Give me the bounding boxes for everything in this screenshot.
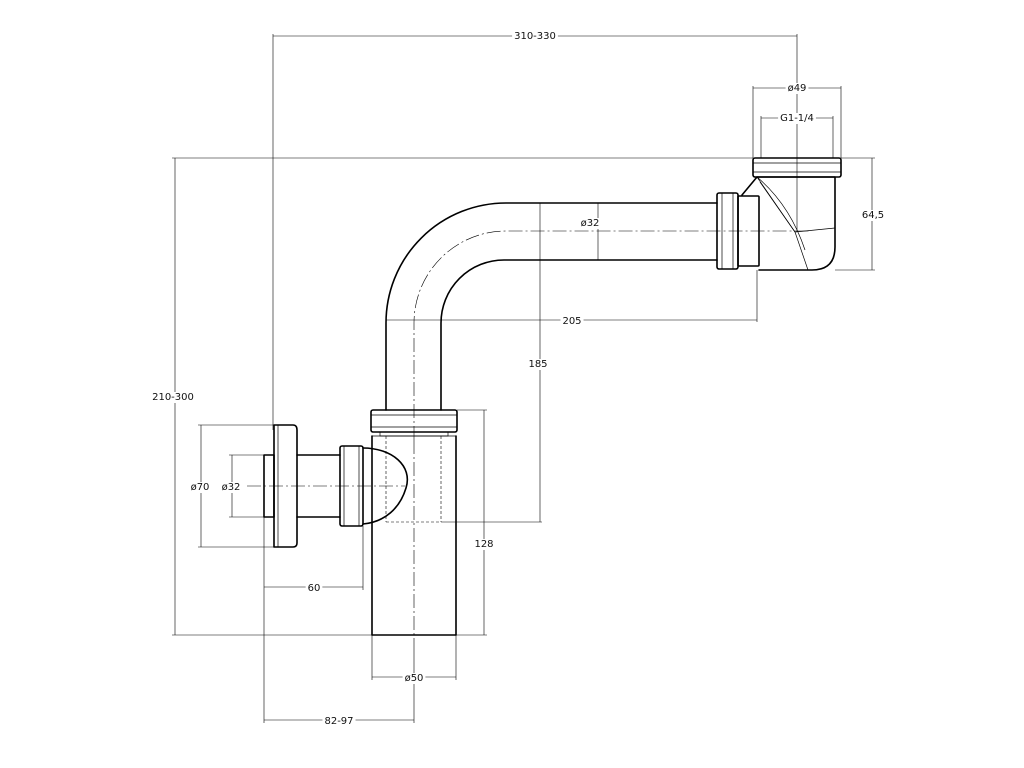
dim-label-backing — [512, 31, 558, 42]
dim-elbow-height: 64,5 — [862, 210, 884, 221]
dim-label-backing — [526, 359, 550, 370]
siphon-body — [263, 157, 842, 636]
dim-label-backing — [785, 83, 809, 94]
dimension-labels: 310-330 ø49 G1-1/4 64,5 ø32 205 185 210-… — [150, 31, 887, 727]
dim-label-backing — [778, 113, 816, 124]
inlet-junction — [362, 447, 409, 525]
dim-pipe-length: 205 — [562, 316, 581, 327]
dim-outlet-dia: ø49 — [788, 83, 807, 94]
dim-pipe-dia: ø32 — [581, 218, 600, 229]
dim-bottle-height: 128 — [474, 539, 493, 550]
dim-flange-dia: ø70 — [191, 482, 210, 493]
dim-vertical-rise: 185 — [528, 359, 547, 370]
dim-label-backing — [150, 392, 196, 403]
dimension-lines — [172, 34, 875, 723]
outlet-pipe — [385, 202, 718, 411]
dim-overall-height: 210-300 — [152, 392, 194, 403]
elbow — [741, 176, 836, 271]
dim-label-backing — [859, 210, 887, 221]
centerlines — [247, 230, 810, 640]
dim-label-backing — [219, 482, 243, 493]
dim-label-backing — [322, 716, 356, 727]
dim-label-backing — [402, 673, 426, 684]
dim-overall-width: 310-330 — [514, 31, 556, 42]
dim-label-backing — [578, 218, 602, 229]
dim-bottle-dia: ø50 — [405, 673, 424, 684]
dim-label-backing — [472, 539, 496, 550]
dim-outlet-thread: G1-1/4 — [780, 113, 814, 124]
hidden-lines — [385, 436, 442, 523]
dim-inlet-dia: ø32 — [222, 482, 241, 493]
dim-label-backing — [560, 316, 584, 327]
dim-wall-to-axis: 82-97 — [324, 716, 353, 727]
dim-label-backing — [188, 482, 212, 493]
wall-flange — [273, 424, 298, 548]
dim-inlet-length: 60 — [308, 583, 321, 594]
inlet-tube — [296, 454, 341, 518]
dim-label-backing — [305, 583, 323, 594]
